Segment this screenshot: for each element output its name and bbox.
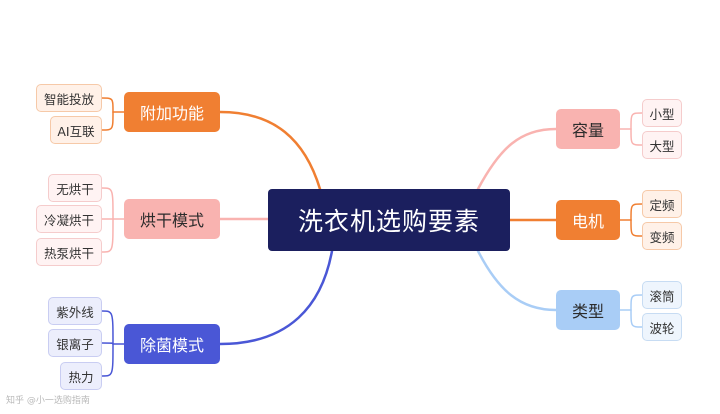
leaf-impeller[interactable]: 波轮 xyxy=(642,313,682,341)
leaf-heat-pump-drying[interactable]: 热泵烘干 xyxy=(36,238,102,266)
leaf-smart-dispensing[interactable]: 智能投放 xyxy=(36,84,102,112)
connector-dry-leaf-0 xyxy=(101,187,114,220)
branch-motor[interactable]: 电机 xyxy=(556,200,620,240)
leaf-no-drying[interactable]: 无烘干 xyxy=(48,174,102,202)
connector-addon-leaf-1 xyxy=(101,111,114,131)
connector-addon-leaf-0 xyxy=(101,97,114,113)
leaf-heat[interactable]: 热力 xyxy=(60,362,102,390)
branch-drying-mode[interactable]: 烘干模式 xyxy=(124,199,220,239)
leaf-ultraviolet[interactable]: 紫外线 xyxy=(48,297,102,325)
branch-addon-functions[interactable]: 附加功能 xyxy=(124,92,220,132)
watermark: 知乎 @小一选购指南 xyxy=(6,396,90,406)
leaf-ai-connect[interactable]: AI互联 xyxy=(50,116,102,144)
connector-motor-leaf-1 xyxy=(630,219,643,237)
connector-sterile-leaf-2 xyxy=(101,343,114,377)
leaf-silver-ion[interactable]: 银离子 xyxy=(48,329,102,357)
connector-type-leaf-0 xyxy=(630,294,643,311)
connector-capacity-leaf-1 xyxy=(630,128,643,146)
leaf-large[interactable]: 大型 xyxy=(642,131,682,159)
connector-center-addon xyxy=(218,110,322,191)
branch-sterilization-mode[interactable]: 除菌模式 xyxy=(124,324,220,364)
leaf-small[interactable]: 小型 xyxy=(642,99,682,127)
connector-motor-leaf-0 xyxy=(630,203,643,221)
leaf-fixed-frequency[interactable]: 定频 xyxy=(642,190,682,218)
connector-type-leaf-1 xyxy=(630,309,643,328)
leaf-drum[interactable]: 滚筒 xyxy=(642,281,682,309)
connector-dry-leaf-2 xyxy=(101,218,114,253)
connector-center-type xyxy=(476,249,558,312)
leaf-variable-frequency[interactable]: 变频 xyxy=(642,222,682,250)
leaf-condensation-drying[interactable]: 冷凝烘干 xyxy=(36,205,102,233)
branch-capacity[interactable]: 容量 xyxy=(556,109,620,149)
connector-sterile-leaf-0 xyxy=(101,310,114,345)
connector-center-capacity xyxy=(476,127,558,191)
branch-type[interactable]: 类型 xyxy=(556,290,620,330)
central-topic[interactable]: 洗衣机选购要素 xyxy=(268,189,510,251)
connector-capacity-leaf-0 xyxy=(630,112,643,130)
connector-sterile-leaf-1 xyxy=(101,342,114,345)
connector-center-sterile xyxy=(218,249,334,346)
